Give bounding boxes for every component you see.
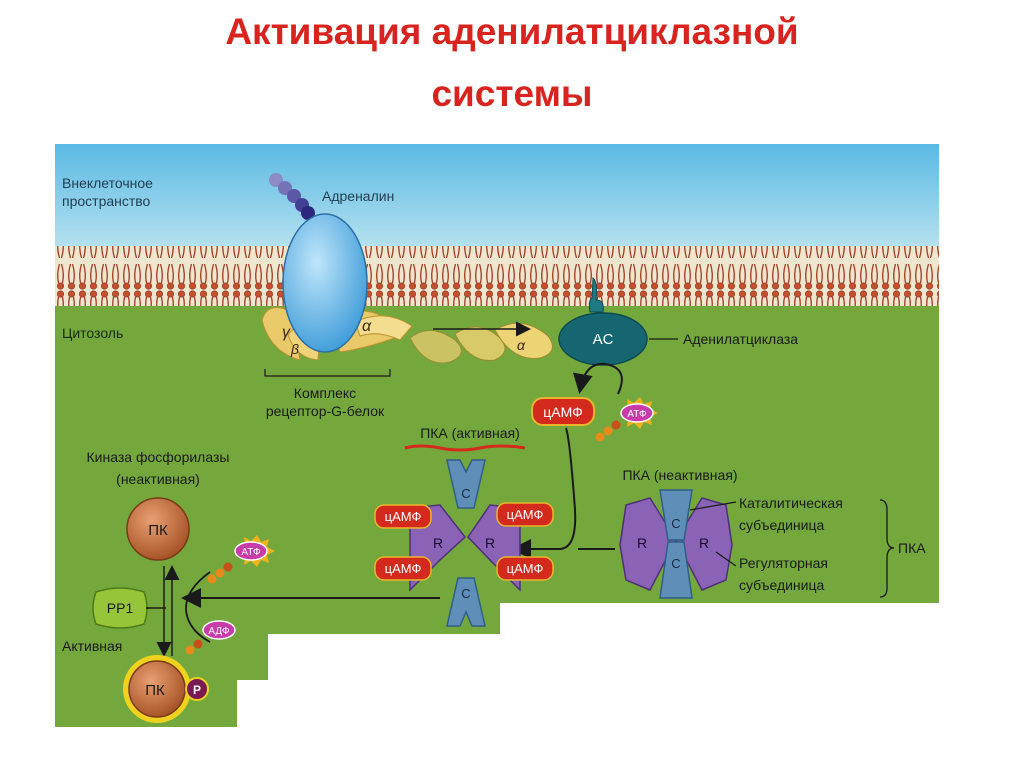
regulatory-label-2: субъединица xyxy=(739,577,824,593)
pka-active-label: ПКА (активная) xyxy=(420,425,520,441)
pk-inactive: ПК xyxy=(126,497,190,561)
active-label: Активная xyxy=(62,638,122,654)
beta-label: β xyxy=(290,341,299,357)
pka-inactive-catalytic-label-top: C xyxy=(671,516,680,531)
pka-inactive: R R C C xyxy=(619,489,733,599)
kinase-label-2: (неактивная) xyxy=(116,471,200,487)
pka-inactive-regulatory-label-left: R xyxy=(637,535,647,551)
alpha-label-2: α xyxy=(517,337,526,353)
complex-bracket xyxy=(264,369,391,377)
extracellular-space xyxy=(55,144,939,252)
phosphate-label: P xyxy=(193,683,201,697)
pka-active-catalytic-label-top: C xyxy=(461,486,470,501)
regulatory-pointer xyxy=(715,551,737,567)
camp-badge-top-left: цАМФ xyxy=(374,504,432,529)
adrenaline-label: Адреналин xyxy=(322,188,394,204)
pka-inactive-catalytic-label-bottom: C xyxy=(671,556,680,571)
atp-molecule-2: АТФ xyxy=(207,535,275,584)
regulatory-label-1: Регуляторная xyxy=(739,555,828,571)
catalytic-label-1: Каталитическая xyxy=(739,495,843,511)
ac-label: AC xyxy=(593,331,614,348)
atp-label-2: АТФ xyxy=(241,547,261,558)
pk-active-label: ПК xyxy=(145,682,165,699)
camp-production-arrow xyxy=(572,362,623,395)
lipid-bilayer xyxy=(55,246,939,306)
atp-label-1: АТФ xyxy=(627,409,647,420)
phosphorylation-curve xyxy=(185,571,211,643)
camp-badge: цАМФ xyxy=(531,397,595,426)
pka-active-underline xyxy=(404,444,526,452)
pka-active-regulatory-label-right: R xyxy=(485,535,495,551)
camp-label-top-left: цАМФ xyxy=(385,509,422,524)
complex-label-2: рецептор-G-белок xyxy=(266,403,385,419)
extracellular-label-1: Внеклеточное xyxy=(62,175,153,191)
receptor-g-protein-complex: γ β α xyxy=(261,213,413,361)
pka-inactive-regulatory-label-right: R xyxy=(699,535,709,551)
pp1-label: PP1 xyxy=(107,600,134,616)
pka-inactive-label: ПКА (неактивная) xyxy=(622,467,737,483)
phosphate-badge xyxy=(185,677,209,701)
camp-badge-bottom-right: цАМФ xyxy=(496,556,554,581)
catalytic-label-2: субъединица xyxy=(739,517,824,533)
adenylate-cyclase: AC xyxy=(558,276,648,366)
catalytic-pointer xyxy=(689,501,737,511)
complex-label-1: Комплекс xyxy=(294,385,356,401)
camp-to-pka-arrow xyxy=(511,427,577,559)
camp-badge-bottom-left: цАМФ xyxy=(374,556,432,581)
adp-label: АДФ xyxy=(208,626,230,637)
title-line-2: системы xyxy=(431,73,593,114)
camp-label-bottom-right: цАМФ xyxy=(507,561,544,576)
alpha-label-1: α xyxy=(362,318,372,335)
camp-badge-top-right: цАМФ xyxy=(496,502,554,527)
adenylate-cyclase-label: Аденилатциклаза xyxy=(683,331,798,347)
camp-badge-label: цАМФ xyxy=(543,404,583,420)
adrenaline-molecule xyxy=(269,173,315,220)
pka-label: ПКА xyxy=(898,540,926,556)
camp-label-bottom-left: цАМФ xyxy=(385,561,422,576)
receptor xyxy=(282,213,368,353)
pka-active-regulatory-label-left: R xyxy=(433,535,443,551)
extracellular-label-2: пространство xyxy=(62,193,151,209)
pka-active-catalytic-label-bottom: C xyxy=(461,586,470,601)
pk-active: ПК P xyxy=(123,655,209,723)
atp-molecule-1: АТФ xyxy=(595,397,658,442)
pk-inactive-label: ПК xyxy=(148,522,168,539)
g-alpha-subunits: α xyxy=(409,321,553,364)
pka-bracket xyxy=(879,499,895,598)
pp1: PP1 xyxy=(92,587,148,629)
gamma-label: γ xyxy=(282,324,291,341)
title-line-1: Активация аденилатциклазной xyxy=(225,11,799,52)
kinase-label-1: Киназа фосфорилазы xyxy=(87,449,230,465)
adp-molecule: АДФ xyxy=(185,620,236,655)
cytosol-label: Цитозоль xyxy=(62,325,123,341)
camp-label-top-right: цАМФ xyxy=(507,507,544,522)
